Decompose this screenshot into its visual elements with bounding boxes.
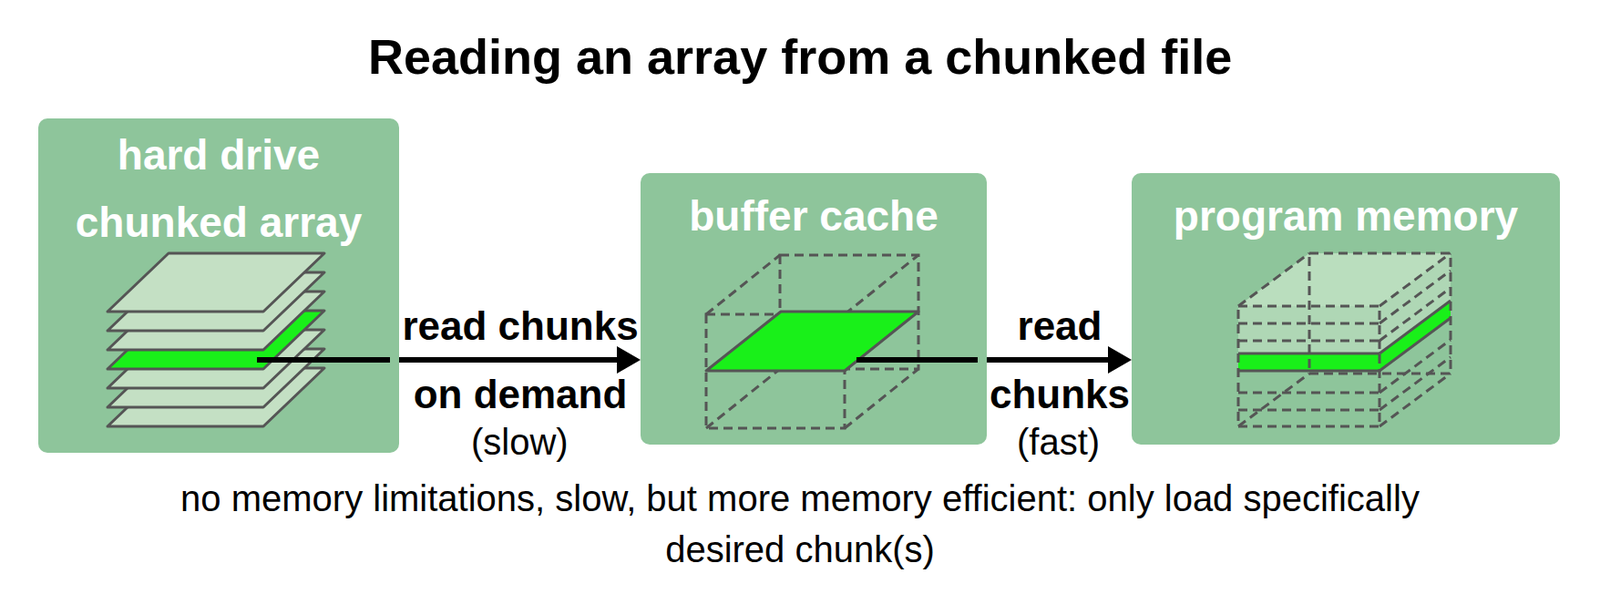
box-heading: hard drive xyxy=(38,129,400,181)
box-heading: buffer cache xyxy=(640,190,987,242)
disk-layers xyxy=(107,253,325,427)
arrow-head xyxy=(1107,346,1132,374)
arrow xyxy=(986,346,1132,374)
caption: no memory limitations, slow, but more me… xyxy=(162,472,1438,575)
cache-box: buffer cache xyxy=(640,173,987,445)
box-heading: program memory xyxy=(1131,190,1560,242)
cache-cube xyxy=(706,255,919,429)
speed-note: (slow) xyxy=(471,420,569,463)
arrow-tail xyxy=(256,357,390,363)
cached-chunk xyxy=(706,311,919,371)
box-heading: chunked array xyxy=(38,196,400,248)
title: Reading an array from a chunked file xyxy=(368,27,1232,86)
edge-label: read chunks xyxy=(968,291,1151,429)
memory-box: program memory xyxy=(1131,173,1560,445)
speed-note: (fast) xyxy=(1016,420,1100,463)
arrow-head xyxy=(616,346,641,374)
arrow xyxy=(399,346,641,374)
memory-cube xyxy=(1238,253,1451,427)
arrow-line xyxy=(986,357,1112,363)
storage-box: hard drive chunked array xyxy=(38,118,400,453)
arrow-tail xyxy=(856,357,978,363)
edge-label: read chunks on demand xyxy=(383,291,657,429)
arrow-line xyxy=(399,357,621,363)
